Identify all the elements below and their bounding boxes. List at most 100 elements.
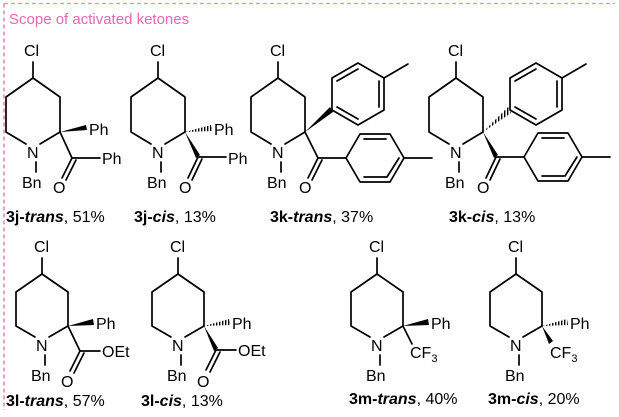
structure-3k-cis: Cl N Bn O bbox=[428, 43, 611, 197]
atom-label-ph: Ph bbox=[228, 151, 248, 168]
atom-label-cl: Cl bbox=[170, 239, 185, 256]
atom-label-bn: Bn bbox=[505, 368, 525, 385]
double-bond bbox=[205, 349, 221, 373]
bond bbox=[462, 131, 484, 145]
atom-label-o: O bbox=[197, 374, 209, 391]
tolyl-ring bbox=[331, 62, 385, 126]
atom-label-n: N bbox=[371, 338, 383, 355]
compound-label-3j-trans: 3j-trans, 51% bbox=[6, 209, 105, 226]
ring-bonds bbox=[250, 77, 306, 145]
section-title: Scope of activated ketones bbox=[9, 11, 189, 28]
atom-label-cl: Cl bbox=[270, 43, 285, 60]
ring-bonds bbox=[350, 273, 404, 338]
atom-label-ph: Ph bbox=[431, 316, 451, 333]
double-bond bbox=[69, 350, 85, 374]
atom-label-cl: Cl bbox=[448, 43, 463, 60]
structure-3l-cis: Cl N Bn Ph OEt O bbox=[151, 239, 266, 391]
atom-label-ph: Ph bbox=[214, 122, 234, 139]
structure-3m-trans: Cl N Bn Ph CF3 bbox=[350, 239, 451, 385]
atom-label-bn: Bn bbox=[31, 368, 51, 385]
atom-label-n: N bbox=[36, 338, 48, 355]
atom-label-ph: Ph bbox=[570, 316, 590, 333]
atom-label-cf3: CF3 bbox=[410, 345, 437, 365]
ring-bonds bbox=[130, 77, 186, 145]
wedge-bond bbox=[60, 125, 87, 132]
ring-bonds bbox=[428, 77, 484, 145]
atom-label-oet: OEt bbox=[102, 344, 130, 361]
ring-bonds bbox=[151, 273, 205, 338]
ring-bonds bbox=[5, 77, 61, 145]
structure-3l-trans: Cl N Bn Ph OEt O bbox=[15, 239, 130, 391]
atom-label-bn: Bn bbox=[22, 175, 42, 192]
bond bbox=[522, 325, 543, 338]
atom-label-o: O bbox=[477, 180, 489, 197]
methyl-bond bbox=[383, 63, 409, 79]
atom-label-o: O bbox=[53, 180, 65, 197]
atom-label-o: O bbox=[61, 374, 73, 391]
tolyl-ring bbox=[523, 132, 583, 182]
atom-label-bn: Bn bbox=[445, 175, 465, 192]
atom-label-cl: Cl bbox=[369, 239, 384, 256]
atom-label-n: N bbox=[510, 338, 522, 355]
atom-label-o: O bbox=[179, 180, 191, 197]
bond bbox=[284, 131, 306, 145]
atom-label-oet: OEt bbox=[238, 343, 266, 360]
compound-label-3l-cis: 3l-cis, 13% bbox=[141, 393, 223, 410]
bond bbox=[304, 131, 319, 159]
tolyl-ring bbox=[345, 133, 405, 183]
atom-label-bn: Bn bbox=[167, 368, 187, 385]
atom-label-cf3: CF3 bbox=[550, 345, 577, 365]
bond bbox=[383, 325, 404, 338]
hash-bond bbox=[542, 319, 568, 326]
atom-label-ph: Ph bbox=[89, 122, 109, 139]
atom-label-bn: Bn bbox=[147, 175, 167, 192]
structure-3j-cis: Cl N Bn Ph Ph O bbox=[130, 43, 248, 197]
bond bbox=[59, 131, 73, 159]
atom-label-cl: Cl bbox=[34, 239, 49, 256]
bond bbox=[164, 131, 186, 145]
structure-3j-trans: Cl N Bn Ph Ph O bbox=[5, 43, 122, 197]
ring-bonds bbox=[15, 273, 69, 338]
atom-label-n: N bbox=[27, 145, 39, 162]
atom-label-cl: Cl bbox=[24, 43, 39, 60]
bond bbox=[184, 325, 205, 338]
double-bond bbox=[485, 156, 501, 181]
wedge-bond bbox=[403, 319, 429, 326]
wedge-bond bbox=[305, 107, 333, 132]
wedge-bond bbox=[204, 326, 218, 351]
bond bbox=[39, 131, 61, 145]
compound-label-3l-trans: 3l-trans, 57% bbox=[6, 393, 105, 410]
bond bbox=[48, 325, 69, 338]
hash-bond bbox=[185, 125, 212, 132]
atom-label-n: N bbox=[152, 145, 164, 162]
atom-label-n: N bbox=[450, 145, 462, 162]
atom-label-cl: Cl bbox=[508, 239, 523, 256]
double-bond bbox=[187, 156, 203, 181]
methyl-bond bbox=[561, 63, 587, 79]
hash-bond bbox=[204, 319, 230, 326]
atom-label-bn: Bn bbox=[366, 368, 386, 385]
compound-label-3k-cis: 3k-cis, 13% bbox=[449, 209, 535, 226]
tolyl-ring bbox=[509, 62, 563, 126]
bond bbox=[402, 325, 413, 345]
hash-bond bbox=[483, 107, 511, 132]
structure-3k-trans: Cl N Bn O bbox=[250, 43, 433, 197]
atom-label-o: O bbox=[299, 180, 311, 197]
compound-label-3j-cis: 3j-cis, 13% bbox=[134, 209, 216, 226]
atom-label-ph: Ph bbox=[232, 316, 252, 333]
ring-bonds bbox=[489, 273, 543, 338]
bond bbox=[67, 325, 81, 352]
wedge-bond bbox=[542, 326, 553, 344]
wedge-bond bbox=[483, 132, 498, 158]
compound-label-3m-trans: 3m-trans, 40% bbox=[349, 391, 458, 408]
atom-label-n: N bbox=[272, 145, 284, 162]
double-bond bbox=[61, 157, 77, 181]
wedge-bond bbox=[68, 319, 94, 326]
wedge-bond bbox=[185, 132, 200, 158]
atom-label-ph: Ph bbox=[102, 151, 122, 168]
compound-label-3m-cis: 3m-cis, 20% bbox=[488, 391, 580, 408]
compound-label-3k-trans: 3k-trans, 37% bbox=[270, 209, 373, 226]
double-bond bbox=[307, 157, 323, 181]
